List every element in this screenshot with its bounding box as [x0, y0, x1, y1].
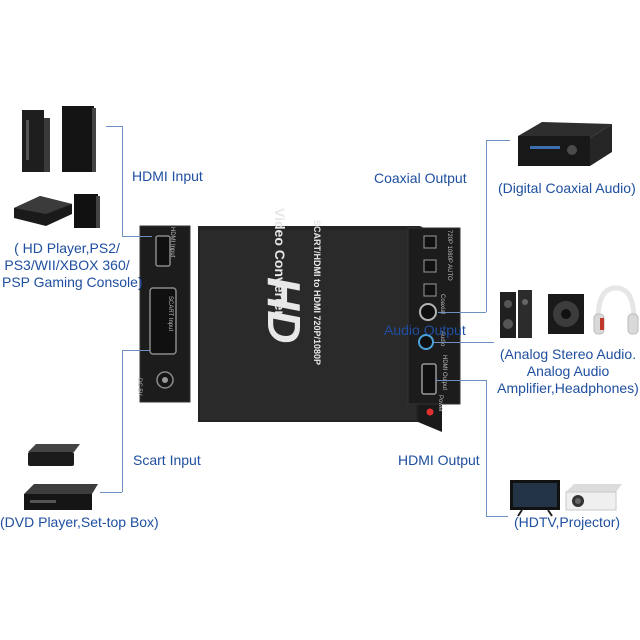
connector-hdmi-output-vertical: [486, 380, 487, 516]
hdmi-input-devices-line-2: PS3/WII/XBOX 360/: [4, 257, 130, 273]
hdmi-input-port: [155, 235, 171, 267]
hdmi-input-devices-line-3: PSP Gaming Console): [2, 274, 143, 290]
port-label-dc: DC 5V: [136, 378, 142, 396]
audio-output-port: [418, 334, 434, 350]
label-audio-output-devices: (Analog Stereo Audio. Analog Audio Ampli…: [496, 346, 640, 397]
label-hdmi-output-devices: (HDTV,Projector): [514, 514, 621, 530]
label-scart-input: Scart Input: [133, 452, 201, 468]
resolution-switch-720p: [423, 235, 437, 249]
connector-scart-input-end: [100, 492, 122, 493]
audio-output-devices-line-3: Amplifier,Headphones): [497, 380, 639, 396]
game-console-box-icon: [74, 194, 100, 228]
set-top-box-icon: [28, 444, 80, 466]
label-coaxial-output-devices: (Digital Coaxial Audio): [498, 180, 636, 196]
headphones-icon: [593, 285, 639, 335]
subwoofer-icon: [548, 294, 584, 334]
connector-coaxial-output-end: [438, 312, 486, 313]
hdmi-input-devices-line-1: ( HD Player,PS2/: [14, 240, 120, 256]
port-label-coaxial: Coaxial: [439, 294, 445, 315]
connector-coaxial-output-vertical: [486, 140, 487, 312]
connector-hdmi-output-end: [486, 516, 508, 517]
port-label-hdmi-input: HDMI Input: [169, 227, 175, 258]
converter-title: Video Converter: [272, 208, 288, 316]
connector-coaxial-output: [486, 140, 510, 141]
label-hdmi-output: HDMI Output: [398, 452, 480, 468]
scart-input-port: [149, 287, 177, 355]
coaxial-output-port: [419, 303, 437, 321]
resolution-switch-1080p: [423, 259, 437, 273]
audio-output-devices-line-2: Analog Audio: [526, 363, 610, 379]
hdmi-output-port: [421, 363, 437, 395]
label-coaxial-output: Coaxial Output: [374, 170, 467, 186]
power-led: [426, 408, 434, 416]
label-scart-input-devices: (DVD Player,Set-top Box): [0, 514, 159, 530]
connector-audio-output: [434, 342, 494, 343]
port-label-resolution: 720P 1080P AUTO: [446, 230, 452, 281]
label-hdmi-input: HDMI Input: [132, 168, 203, 184]
connector-hdmi-output: [436, 380, 486, 381]
port-label-scart-input: SCART Input: [167, 296, 173, 332]
input-panel: [139, 225, 191, 403]
speaker-tower-icon: [500, 290, 532, 338]
connector-scart-input-vertical: [122, 350, 123, 492]
game-console-flat-icon: [14, 196, 72, 226]
connector-hdmi-input-vertical: [122, 126, 123, 236]
dvd-player-icon: [24, 484, 98, 510]
label-audio-output: Audio Output: [384, 322, 466, 338]
hdtv-icon: [510, 480, 560, 517]
connector-hdmi-input: [106, 126, 122, 127]
port-label-power: Power: [437, 395, 443, 413]
output-panel: [407, 227, 461, 416]
port-label-hdmi-output: HDMI Output: [441, 355, 447, 391]
game-console-tower-icon: [22, 110, 50, 172]
converter-subtitle: SCART/HDMI to HDMI 720P/1080P: [312, 220, 322, 366]
audio-output-devices-line-1: (Analog Stereo Audio.: [499, 346, 637, 362]
stereo-receiver-icon: [518, 122, 612, 166]
connector-scart-input: [122, 350, 150, 351]
game-console-slim-icon: [62, 106, 96, 172]
resolution-switch-auto: [423, 283, 437, 297]
connector-hdmi-input-end: [122, 236, 152, 237]
projector-icon: [565, 484, 622, 511]
label-hdmi-input-devices: ( HD Player,PS2/ PS3/WII/XBOX 360/ PSP G…: [2, 240, 143, 291]
